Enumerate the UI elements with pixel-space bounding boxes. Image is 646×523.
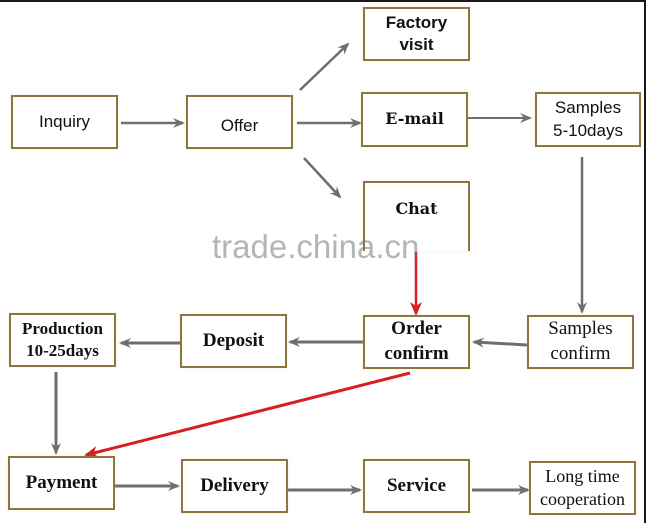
node-samples-confirm: Samples confirm xyxy=(527,315,634,369)
arrow-offer-factory xyxy=(299,42,350,91)
node-service-label: Service xyxy=(386,474,447,496)
node-payment: Payment xyxy=(8,456,115,510)
watermark: trade.china.cn xyxy=(212,228,420,265)
arrow-samplesconfirm-order xyxy=(472,337,528,348)
node-long-time: Long time cooperation xyxy=(529,461,636,515)
node-inquiry: Inquiry xyxy=(11,95,118,149)
node-production-label: Production 10-25days xyxy=(22,318,103,360)
node-chat-label: Chat xyxy=(395,199,438,218)
node-samples-days-label: Samples 5-10days xyxy=(553,98,623,140)
node-order-confirm: Order confirm xyxy=(363,315,470,369)
node-production: Production 10-25days xyxy=(9,313,116,367)
arrow-order-payment xyxy=(84,371,411,458)
node-inquiry-label: Inquiry xyxy=(38,111,91,131)
node-factory-visit-label: Factory visit xyxy=(385,12,448,54)
node-factory-visit: Factory visit xyxy=(363,7,470,61)
node-order-confirm-label: Order confirm xyxy=(384,318,449,364)
node-email-label: E-mail xyxy=(385,109,444,129)
node-samples-days: Samples 5-10days xyxy=(535,92,641,147)
node-service: Service xyxy=(363,459,470,513)
node-delivery-label: Delivery xyxy=(200,474,269,496)
node-email: E-mail xyxy=(361,92,468,147)
right-border xyxy=(644,0,646,523)
top-border xyxy=(0,0,646,2)
node-deposit: Deposit xyxy=(180,314,287,368)
node-offer-label: Offer xyxy=(220,115,259,135)
node-deposit-label: Deposit xyxy=(202,329,265,351)
arrow-offer-chat xyxy=(303,157,342,199)
node-chat: Chat xyxy=(363,181,470,251)
node-samples-confirm-label: Samples confirm xyxy=(548,318,613,364)
node-delivery: Delivery xyxy=(181,459,288,513)
node-long-time-label: Long time cooperation xyxy=(540,465,625,509)
node-offer: Offer xyxy=(186,95,293,149)
node-payment-label: Payment xyxy=(25,471,98,493)
